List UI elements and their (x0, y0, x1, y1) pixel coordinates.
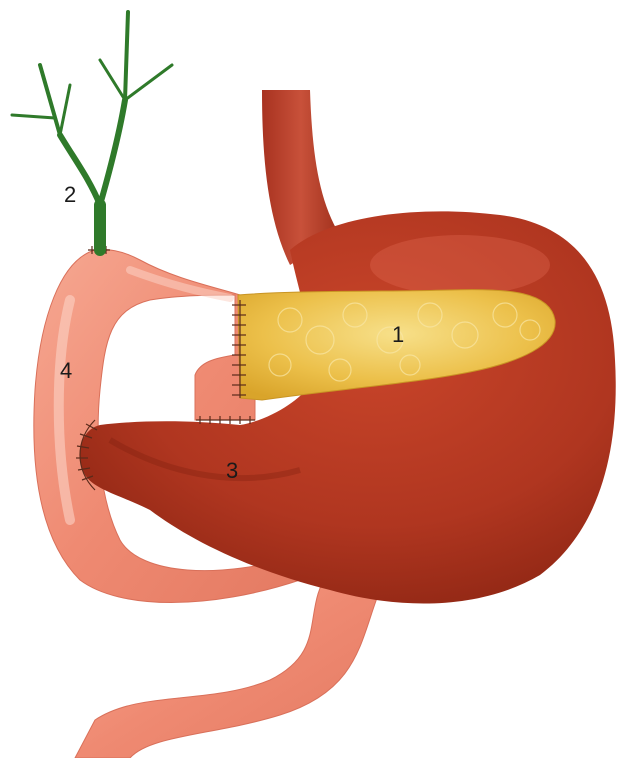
bile-duct-tree (12, 12, 172, 250)
stomach-sheen (370, 235, 550, 295)
label-jejunal-loop: 4 (60, 358, 72, 383)
label-pancreas: 1 (392, 322, 404, 347)
label-stomach: 3 (226, 458, 238, 483)
label-bile-duct: 2 (64, 182, 76, 207)
